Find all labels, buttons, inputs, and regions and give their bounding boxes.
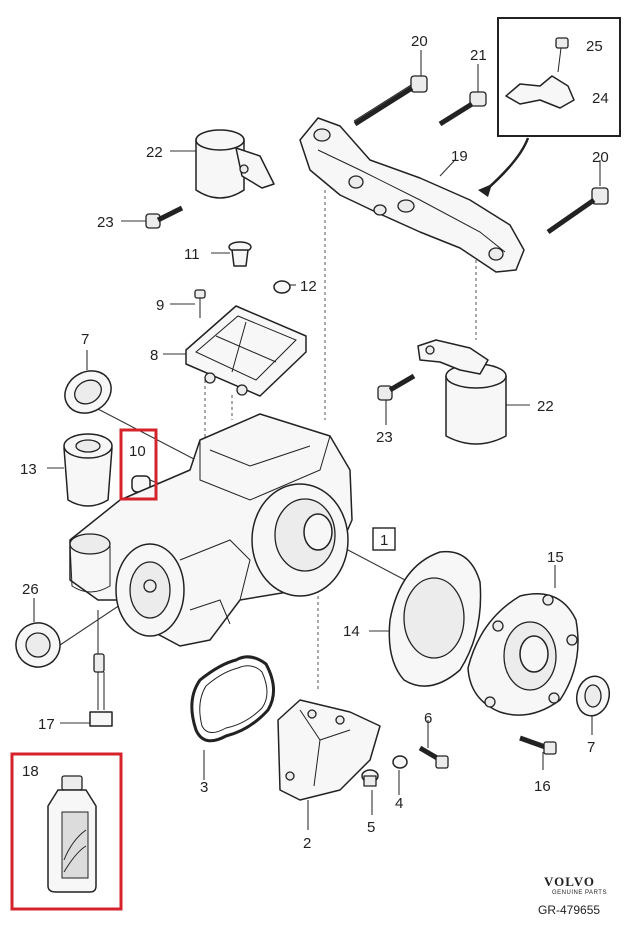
label-25: 25 [586,38,603,55]
crossmember-19-icon [299,117,525,273]
washer-4-icon [392,755,408,769]
seal-7-left-icon [64,370,112,414]
mount-bushing-22-top-icon [195,129,275,199]
label-6: 6 [424,710,432,727]
label-19: 19 [451,148,468,165]
plug-12-icon [273,280,291,294]
diff-housing-icon [69,413,353,647]
label-23a: 23 [97,214,114,231]
bolt-9-icon [194,289,206,318]
part-number-labels: 20 21 25 24 22 19 20 23 11 12 9 7 8 22 2… [20,33,609,852]
highlight-part-18 [10,752,123,911]
label-20a: 20 [411,33,428,50]
label-16: 16 [534,778,551,795]
label-22b: 22 [537,398,554,415]
label-18: 18 [22,763,39,780]
label-8: 8 [150,347,158,364]
bolt-17-icon [89,653,113,727]
seal-7-right-icon [575,675,611,717]
label-7b: 7 [587,739,595,756]
brand-name: VOLVO [544,874,595,889]
label-24: 24 [592,90,609,107]
cover-2-icon [277,699,381,801]
inset-detail-box [478,17,621,197]
bolt-23-top-icon [145,205,184,229]
brand-block: VOLVO GENUINE PARTS GR-479655 [538,874,607,917]
cover-8-icon [185,305,307,397]
label-22a: 22 [146,144,163,161]
bolt-16-icon [519,735,557,755]
label-12: 12 [300,278,317,295]
label-4: 4 [395,795,403,812]
label-11: 11 [184,246,200,263]
label-9: 9 [156,297,164,314]
diagram-reference: GR-479655 [538,903,600,917]
assembly-marker-1 [372,527,396,551]
label-21: 21 [470,47,487,64]
label-14: 14 [343,623,360,640]
oil-bottle-18-icon [47,775,97,893]
label-20b: 20 [592,149,609,166]
bolt-6-icon [418,745,449,769]
label-10: 10 [129,443,146,460]
bolt-21-icon [438,91,487,127]
gasket-3-icon [190,655,275,743]
label-17: 17 [38,716,55,733]
label-2: 2 [303,835,311,852]
bushing-13-icon [63,433,113,507]
mount-bushing-22-right-icon [417,339,507,445]
gasket-14-icon [388,550,482,687]
label-5: 5 [367,819,375,836]
label-15: 15 [547,549,564,566]
bolt-23-right-icon [377,373,416,401]
highlight-part-10 [119,428,158,501]
rear-cover-15-icon [467,592,579,716]
label-7a: 7 [81,331,89,348]
label-3: 3 [200,779,208,796]
seal-26-icon [15,622,61,668]
label-26: 26 [22,581,39,598]
brand-subtitle: GENUINE PARTS [552,890,607,896]
label-23b: 23 [376,429,393,446]
label-1: 1 [380,532,388,549]
label-13: 13 [20,461,37,478]
bolt-20-right-icon [546,187,609,235]
bolt-20-top-icon [353,75,428,127]
plug-5-icon [361,769,379,787]
breather-11-icon [228,241,252,267]
